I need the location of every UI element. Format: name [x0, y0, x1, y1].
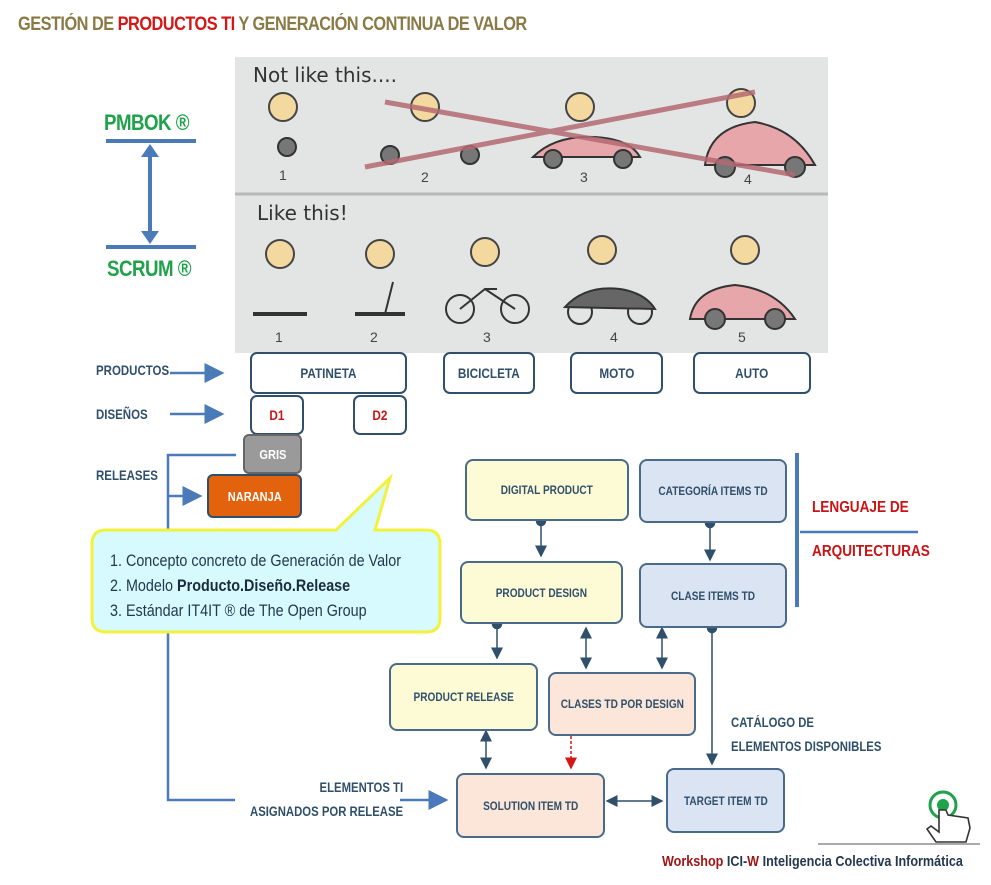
top-number: 4: [744, 171, 752, 187]
pmbok-label: PMBOK ®: [104, 110, 190, 135]
bottom-number: 1: [275, 329, 283, 345]
node-product-design: PRODUCT DESIGN: [460, 561, 623, 624]
disenos-label: DISEÑOS: [96, 406, 148, 422]
lenguaje-label-2: ARQUITECTURAS: [812, 543, 930, 560]
node-target-item: TARGET ITEM TD: [666, 768, 785, 833]
bottom-number: 3: [483, 329, 491, 345]
product-auto: AUTO: [693, 352, 811, 394]
elementos-note: ELEMENTOS TI ASIGNADOS POR RELEASE: [250, 780, 404, 819]
top-number: 1: [279, 167, 287, 183]
evolution-illustration: Not like this.... Like this! 1 2 3 4 1 2…: [235, 57, 828, 353]
touch-icon: [925, 790, 971, 843]
node-product-release: PRODUCT RELEASE: [389, 663, 538, 731]
lenguaje-label-1: LENGUAJE DE: [812, 499, 909, 516]
release-gris: GRIS: [243, 434, 302, 474]
node-solution-item: SOLUTION ITEM TD: [456, 773, 605, 838]
top-number: 2: [421, 169, 429, 185]
releases-label: RELEASES: [96, 467, 158, 483]
design-d2: D2: [353, 395, 407, 435]
node-clase-items: CLASE ITEMS TD: [639, 563, 787, 628]
bottom-number: 5: [738, 329, 746, 345]
like-this-text: Like this!: [257, 201, 348, 225]
footer-credit: Workshop ICI-W Inteligencia Colectiva In…: [662, 853, 963, 870]
product-patineta: PATINETA: [250, 352, 407, 394]
node-digital-product: DIGITAL PRODUCT: [465, 459, 629, 521]
release-naranja: NARANJA: [207, 474, 302, 518]
scrum-label: SCRUM ®: [107, 256, 191, 281]
node-categoria-items: CATEGORÍA ITEMS TD: [639, 459, 787, 523]
callout-bubble: [90, 473, 442, 634]
pmbok-scrum-connector: [106, 139, 196, 249]
page-title: GESTIÓN DE PRODUCTOS TI Y GENERACIÓN CON…: [18, 14, 527, 35]
catalogo-note: CATÁLOGO DE ELEMENTOS DISPONIBLES: [731, 715, 882, 754]
callout-text: 1. Concepto concreto de Generación de Va…: [110, 549, 401, 624]
product-bicicleta: BICICLETA: [443, 352, 535, 394]
callout-item-1: 1. Concepto concreto de Generación de Va…: [110, 552, 402, 570]
callout-item-2: 2. Modelo Producto.Diseño.Release: [110, 577, 351, 595]
node-clases-por-design: CLASES TD POR DESIGN: [548, 672, 696, 736]
design-d1: D1: [250, 395, 304, 435]
bottom-number: 2: [370, 329, 378, 345]
productos-label: PRODUCTOS: [96, 362, 170, 378]
top-number: 3: [580, 169, 588, 185]
product-moto: MOTO: [570, 352, 663, 394]
not-like-this-text: Not like this....: [253, 63, 397, 87]
callout-item-3: 3. Estándar IT4IT ® de The Open Group: [110, 602, 367, 620]
bottom-number: 4: [610, 329, 618, 345]
